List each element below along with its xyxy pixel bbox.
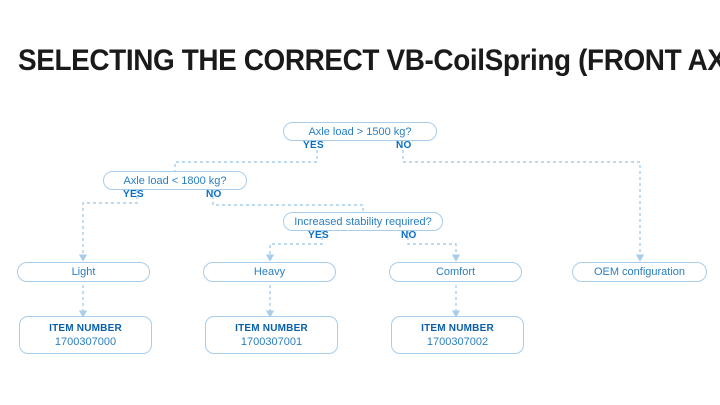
item-number-value: 1700307002: [426, 335, 489, 348]
item-number-box-heavy[interactable]: ITEM NUMBER 1700307001: [205, 316, 338, 354]
edge-d3-no: [407, 231, 461, 262]
branch-label-d1-no: NO: [396, 140, 412, 151]
item-number-box-light[interactable]: ITEM NUMBER 1700307000: [19, 316, 152, 354]
page-title: SELECTING THE CORRECT VB-CoilSpring (FRO…: [18, 44, 720, 77]
item-number-value: 1700307000: [54, 335, 117, 348]
item-number-heading: ITEM NUMBER: [421, 322, 494, 334]
edge-d1-no: [402, 150, 645, 262]
result-label: Heavy: [253, 266, 286, 278]
edge-d2-no: [212, 190, 364, 212]
item-number-heading: ITEM NUMBER: [235, 322, 308, 334]
result-node-comfort[interactable]: Comfort: [389, 262, 522, 282]
result-label: Light: [71, 266, 96, 278]
branch-label-d3-no: NO: [401, 230, 417, 241]
edge-d2-yes: [78, 190, 138, 262]
result-label: OEM configuration: [593, 266, 686, 278]
result-node-light[interactable]: Light: [17, 262, 150, 282]
decision-label: Axle load > 1500 kg?: [308, 125, 412, 138]
branch-label-d1-yes: YES: [303, 140, 324, 151]
branch-label-d3-yes: YES: [308, 230, 329, 241]
result-node-heavy[interactable]: Heavy: [203, 262, 336, 282]
branch-label-d2-no: NO: [206, 189, 222, 200]
result-node-oem-configuration[interactable]: OEM configuration: [572, 262, 707, 282]
item-number-value: 1700307001: [240, 335, 303, 348]
decision-label: Increased stability required?: [294, 215, 432, 228]
item-number-box-comfort[interactable]: ITEM NUMBER 1700307002: [391, 316, 524, 354]
decision-node-axle-load-1500[interactable]: Axle load > 1500 kg?: [283, 122, 437, 141]
edge-d3-yes: [265, 231, 323, 262]
decision-label: Axle load < 1800 kg?: [123, 174, 227, 187]
item-number-heading: ITEM NUMBER: [49, 322, 122, 334]
edge-d1-yes: [174, 150, 318, 171]
decision-node-axle-load-1800[interactable]: Axle load < 1800 kg?: [103, 171, 247, 190]
branch-label-d2-yes: YES: [123, 189, 144, 200]
result-label: Comfort: [435, 266, 476, 278]
decision-node-increased-stability[interactable]: Increased stability required?: [283, 212, 443, 231]
